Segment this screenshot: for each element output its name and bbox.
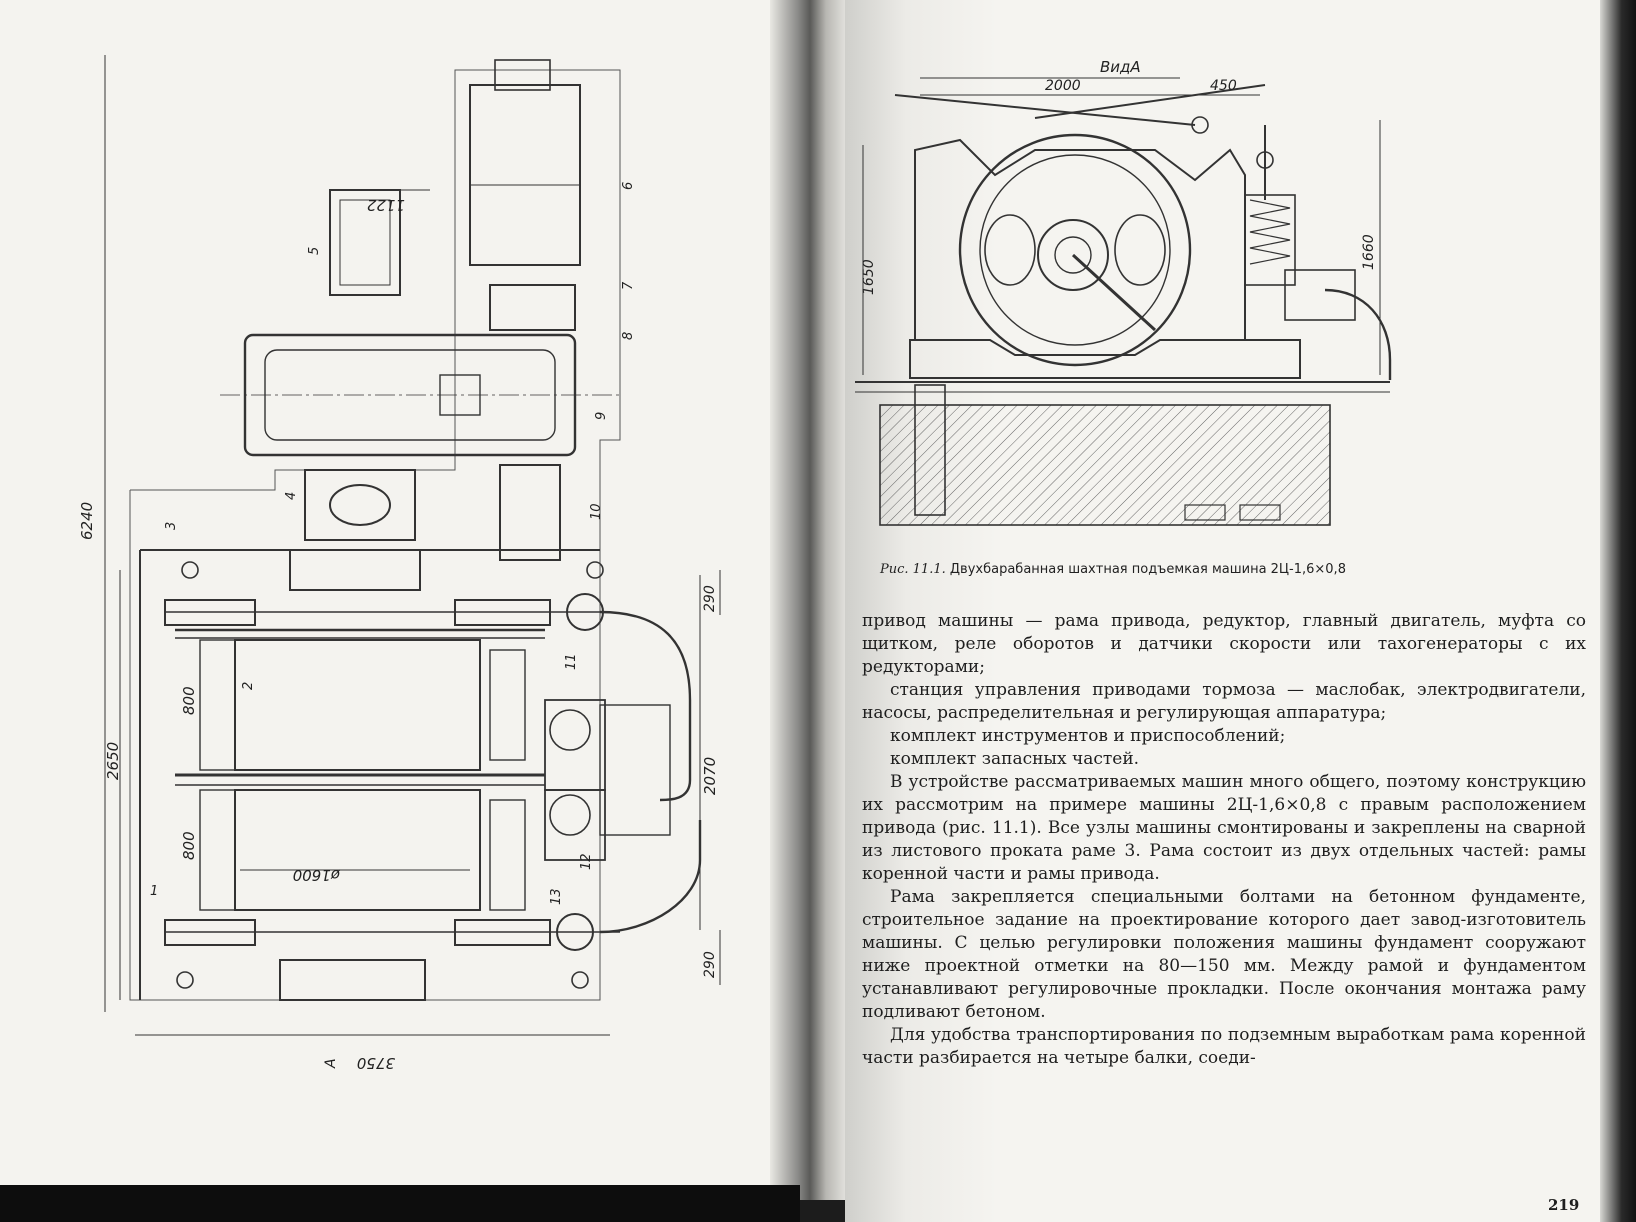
dim-right-width: 450 bbox=[1210, 78, 1237, 94]
callout-11: 11 bbox=[564, 653, 579, 670]
paragraph-2: станция управления приводами тормоза — м… bbox=[862, 680, 1586, 723]
dim-total-length: 6240 bbox=[78, 502, 96, 540]
body-text: привод машины — рама привода, редуктор, … bbox=[862, 610, 1586, 1070]
dim-bottom-gap: 290 bbox=[702, 951, 718, 978]
dim-motor-offset: 1122 bbox=[367, 196, 405, 214]
callout-10: 10 bbox=[589, 503, 604, 520]
figure-caption-text: Двухбарабанная шахтная подъемкая машина … bbox=[949, 562, 1346, 577]
scan-bottom-edge bbox=[0, 1185, 800, 1222]
dim-right-span: 2070 bbox=[701, 757, 719, 795]
paragraph-4: комплект запасных частей. bbox=[890, 749, 1140, 769]
callout-9: 9 bbox=[594, 412, 609, 420]
right-page: ВидА 2000 450 1650 1660 bbox=[845, 0, 1610, 1222]
paragraph-5: В устройстве рассматриваемых машин много… bbox=[862, 772, 1586, 884]
dim-drum-diameter: ø1600 bbox=[293, 866, 341, 884]
paragraph-6: Рама закрепляется специальными болтами н… bbox=[862, 887, 1586, 1022]
dim-height-right: 1660 bbox=[1361, 234, 1377, 270]
side-view-drawing: ВидА 2000 450 1650 1660 bbox=[855, 58, 1392, 526]
paragraph-1: привод машины — рама привода, редуктор, … bbox=[862, 611, 1586, 677]
callout-5: 5 bbox=[307, 247, 322, 255]
dim-drum-span: 2650 bbox=[104, 742, 122, 780]
plan-view-drawing: 6240 2650 800 800 ø1600 1122 3750 2070 2… bbox=[78, 55, 721, 1072]
dim-top-gap: 290 bbox=[702, 585, 718, 612]
dim-left-width: 2000 bbox=[1045, 78, 1081, 94]
callout-6: 6 bbox=[621, 182, 636, 190]
dim-drum-width-top: 800 bbox=[180, 686, 198, 715]
view-arrow-label: A bbox=[323, 1058, 339, 1069]
page-edge bbox=[1600, 0, 1636, 1222]
dim-width: 3750 bbox=[357, 1054, 395, 1072]
callout-12: 12 bbox=[579, 853, 594, 870]
page-number: 219 bbox=[1548, 1196, 1580, 1214]
figure-label: Рис. 11.1. bbox=[880, 562, 946, 577]
view-label: ВидА bbox=[1100, 58, 1141, 76]
callout-3: 3 bbox=[164, 522, 179, 530]
callout-7: 7 bbox=[621, 281, 636, 290]
callout-1: 1 bbox=[150, 884, 158, 899]
figure-caption: Рис. 11.1. Двухбарабанная шахтная подъем… bbox=[880, 562, 1570, 577]
dim-drum-width-bottom: 800 bbox=[180, 831, 198, 860]
callout-8: 8 bbox=[621, 332, 636, 340]
callout-2: 2 bbox=[241, 682, 256, 690]
callout-4: 4 bbox=[284, 492, 299, 500]
dim-height-left: 1650 bbox=[861, 259, 877, 295]
paragraph-3: комплект инструментов и приспособлений; bbox=[890, 726, 1286, 746]
book-gutter bbox=[770, 0, 850, 1200]
callout-13: 13 bbox=[549, 888, 564, 905]
paragraph-7: Для удобства транспортирования по подзем… bbox=[862, 1025, 1586, 1068]
left-page: 6240 2650 800 800 ø1600 1122 3750 2070 2… bbox=[0, 0, 790, 1185]
